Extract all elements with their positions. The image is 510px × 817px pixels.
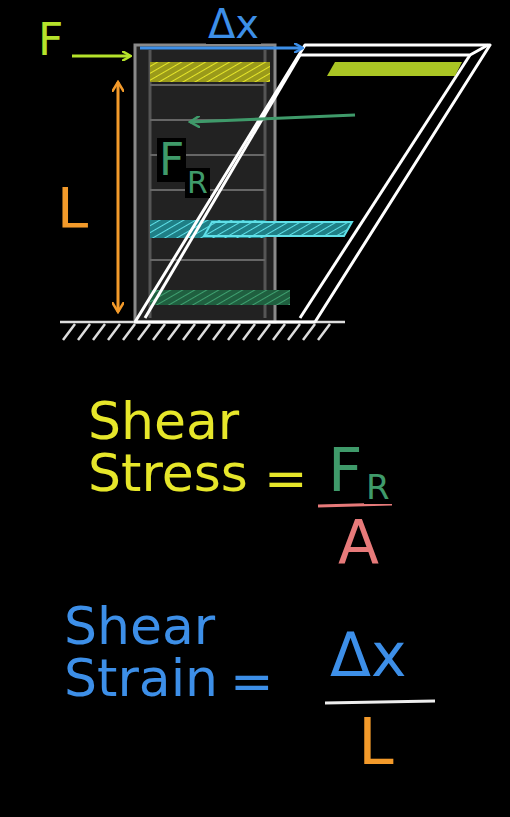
sheared-block: [135, 45, 490, 322]
length-arrow: [117, 82, 120, 312]
original-block: [135, 45, 275, 322]
subscript-label: R: [185, 168, 210, 198]
denominator: L: [356, 710, 396, 774]
formula-name: Shear Strain: [62, 600, 251, 704]
denominator: A: [336, 512, 381, 572]
subscript-label: R: [364, 470, 392, 504]
sheared-middle-layer: [204, 222, 352, 236]
fraction-bar: [318, 504, 392, 506]
displacement-arrow: [140, 47, 302, 50]
top-layer: [150, 62, 270, 82]
force-arrow: [72, 55, 130, 58]
resistive-force-label: F: [157, 138, 186, 182]
formula-name: Shear Stress: [86, 395, 275, 499]
equals-sign: =: [262, 452, 310, 504]
displacement-label: Δx: [206, 4, 261, 44]
length-label: L: [55, 180, 90, 236]
ground: [60, 322, 345, 340]
bottom-layer: [150, 290, 290, 305]
fraction-bar: [325, 701, 435, 703]
numerator: Δx: [328, 625, 409, 685]
resistive-force-arrow: [190, 115, 355, 122]
equals-sign: =: [228, 655, 276, 707]
force-label: F: [36, 18, 65, 62]
sheared-top-layer: [327, 62, 462, 76]
numerator: F: [326, 440, 365, 500]
